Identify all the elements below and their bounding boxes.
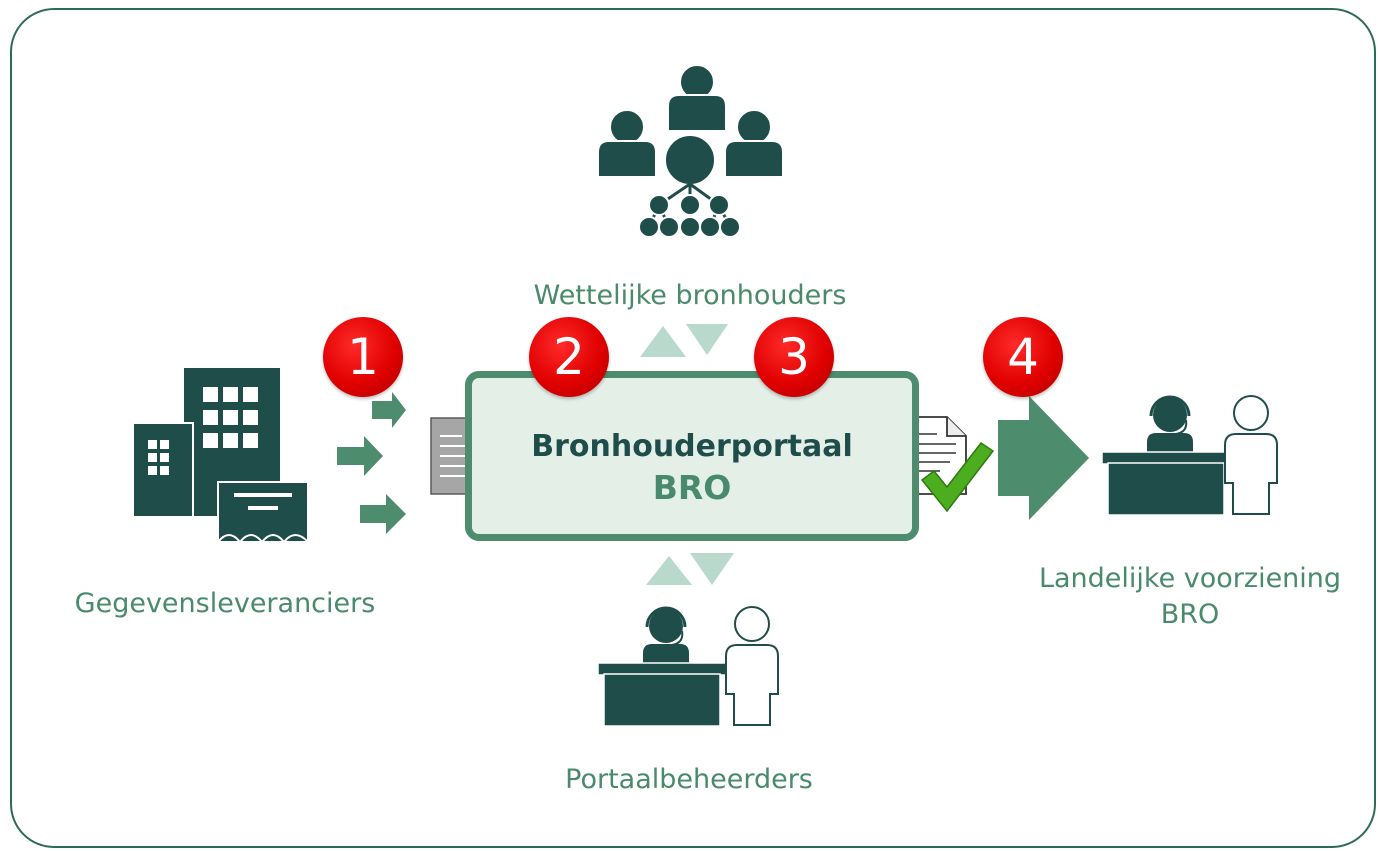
diagram-frame bbox=[10, 8, 1376, 848]
exchange-arrows-bottom-icon bbox=[646, 553, 734, 585]
step-badge-4: 4 bbox=[983, 317, 1063, 397]
portal-subtitle: BRO bbox=[652, 468, 732, 507]
helpdesk-icon bbox=[1101, 395, 1278, 516]
label-landelijke-voorziening: Landelijke voorziening bbox=[1038, 563, 1342, 594]
step-badge-2: 2 bbox=[529, 317, 609, 397]
label-bro: BRO bbox=[1160, 599, 1220, 630]
document-check-icon bbox=[908, 416, 995, 513]
output-arrow-icon bbox=[998, 396, 1089, 520]
step-badge-3: 3 bbox=[754, 317, 834, 397]
input-arrows-icon bbox=[337, 392, 406, 534]
helpdesk-icon bbox=[597, 606, 779, 727]
label-gegevensleveranciers: Gegevensleveranciers bbox=[74, 588, 376, 619]
label-wettelijke-bronhouders: Wettelijke bronhouders bbox=[533, 280, 847, 311]
office-building-icon bbox=[132, 366, 309, 544]
portal-box: Bronhouderportaal BRO bbox=[465, 371, 919, 541]
portal-title: Bronhouderportaal bbox=[531, 429, 853, 464]
step-badge-1: 1 bbox=[323, 317, 403, 397]
exchange-arrows-top-icon bbox=[640, 324, 728, 357]
people-hierarchy-icon bbox=[597, 64, 784, 238]
label-portaalbeheerders: Portaalbeheerders bbox=[565, 764, 813, 795]
